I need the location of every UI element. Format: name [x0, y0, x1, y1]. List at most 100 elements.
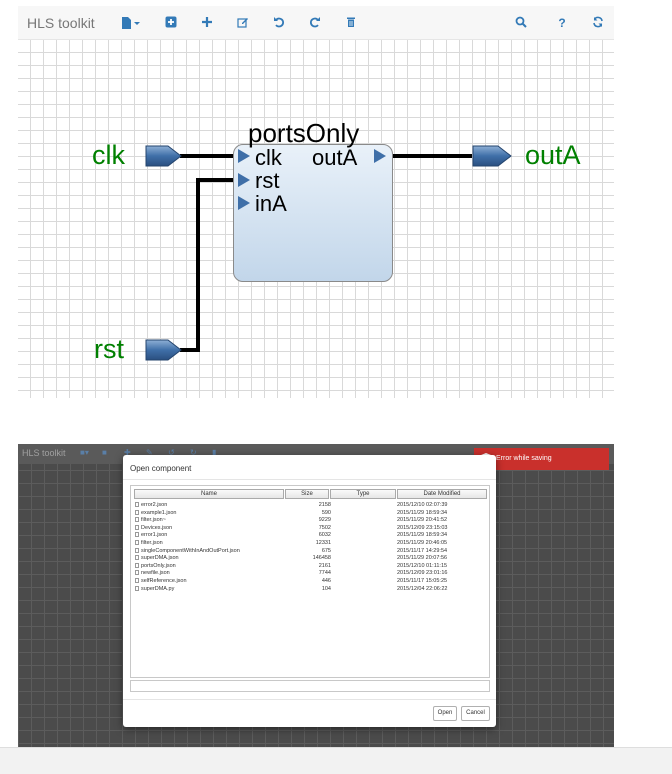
file-icon: ■▾ — [80, 448, 89, 457]
file-browser[interactable]: Name Size Type Date Modified error2.json… — [130, 485, 490, 678]
refresh-button[interactable] — [589, 14, 607, 32]
app-brand[interactable]: HLS toolkit — [27, 15, 95, 31]
file-name-text: error2.json — [141, 502, 168, 508]
file-size: 2158 — [318, 502, 331, 508]
delete-button[interactable] — [342, 14, 360, 32]
file-date: 2015/11/29 20:46:05 — [397, 540, 448, 546]
app-brand: HLS toolkit — [22, 448, 66, 458]
component-output-port[interactable]: outA — [312, 145, 358, 170]
file-row[interactable]: filter.json~ 9229 2015/11/29 20:41:52 — [135, 517, 487, 524]
column-header-size[interactable]: Size — [285, 489, 329, 499]
file-icon — [135, 517, 139, 523]
component-output-arrow — [374, 149, 386, 163]
file-size: 7502 — [318, 524, 331, 531]
file-icon — [135, 570, 139, 576]
file-date: 2015/12/10 01:11:15 — [397, 562, 448, 569]
open-button[interactable]: Open — [433, 706, 457, 721]
file-icon — [135, 509, 139, 515]
file-size: 446 — [321, 578, 331, 584]
file-name-text: superDMA.json — [141, 555, 179, 562]
file-name: Devices.json — [135, 524, 173, 532]
file-row[interactable]: selfReference.json 446 2015/11/17 15:05:25 — [135, 578, 487, 585]
file-date: 2015/11/17 15:05:25 — [397, 578, 448, 584]
refresh-icon — [593, 16, 603, 28]
redo-icon — [309, 17, 320, 28]
file-name: selfReference.json — [135, 578, 187, 585]
divider — [123, 699, 496, 700]
diagram-canvas[interactable]: clk rst outA portsOnly clk rst inA outA — [18, 40, 614, 398]
redo-button[interactable] — [306, 14, 324, 32]
file-row[interactable]: error2.json 2158 2015/12/10 02:07:39 — [135, 502, 487, 509]
port-arrow-icon — [238, 149, 250, 163]
add-component-button[interactable] — [162, 14, 180, 32]
file-date: 2015/11/29 18:59:34 — [397, 509, 448, 516]
file-name-text: singleComponentWithInAndOutPort.json — [141, 547, 240, 554]
plus-icon — [202, 17, 212, 27]
file-date: 2015/12/09 23:15:03 — [397, 524, 448, 531]
file-name: filter.json~ — [135, 517, 166, 524]
plus-square-icon — [165, 16, 177, 28]
add-button[interactable] — [198, 14, 216, 32]
component-input-port[interactable]: inA — [255, 191, 287, 216]
column-header-date[interactable]: Date Modified — [397, 489, 487, 499]
filename-input[interactable] — [130, 680, 490, 692]
file-date: 2015/11/17 14:29:54 — [397, 547, 448, 554]
edit-button[interactable] — [234, 14, 252, 32]
file-date: 2015/12/10 02:07:39 — [397, 502, 448, 508]
undo-icon: ↺ — [168, 448, 175, 457]
plus-icon: ✚ — [124, 448, 131, 457]
component-input-port[interactable]: rst — [255, 168, 280, 193]
file-menu-button[interactable] — [119, 14, 143, 32]
external-port-outA[interactable] — [472, 145, 512, 167]
file-icon — [135, 502, 139, 507]
column-header-type[interactable]: Type — [330, 489, 396, 499]
file-row[interactable]: Devices.json 7502 2015/12/09 23:15:03 — [135, 524, 487, 532]
external-port-clk[interactable] — [145, 145, 182, 167]
file-icon — [135, 547, 139, 553]
file-size: 146458 — [312, 555, 331, 562]
help-button[interactable]: ? — [558, 16, 566, 30]
file-size: 9229 — [318, 517, 331, 524]
editor-bottom: HLS toolkit ■▾ ■ ✚ ✎ ↺ ↻ ▮ Error while s… — [18, 444, 614, 747]
external-input-label: clk — [92, 140, 125, 170]
search-button[interactable] — [512, 14, 530, 32]
file-name-text: Devices.json — [141, 524, 173, 531]
cancel-button[interactable]: Cancel — [461, 706, 490, 721]
file-name-text: error1.json — [141, 532, 168, 539]
file-name-text: selfReference.json — [141, 578, 187, 584]
undo-button[interactable] — [270, 14, 288, 32]
file-name: singleComponentWithInAndOutPort.json — [135, 547, 240, 555]
file-icon — [135, 585, 139, 591]
file-name-text: superDMA.py — [141, 585, 175, 592]
file-name: error1.json — [135, 532, 167, 539]
dialog-title: Open component — [130, 464, 192, 473]
external-port-rst[interactable] — [145, 339, 182, 361]
file-icon — [135, 555, 139, 561]
undo-icon — [274, 17, 285, 28]
component-block[interactable] — [233, 144, 393, 282]
edit-icon: ✎ — [146, 448, 153, 457]
file-date: 2015/11/29 20:41:52 — [397, 517, 448, 524]
component-input-port[interactable]: clk — [255, 145, 282, 170]
file-icon — [135, 562, 139, 568]
file-icon — [122, 17, 140, 29]
editor-top: HLS toolkit — [18, 6, 614, 398]
file-date: 2015/12/09 23:01:16 — [397, 570, 448, 577]
trash-icon — [347, 17, 355, 27]
search-icon — [515, 16, 527, 28]
external-input-label: rst — [94, 334, 124, 364]
file-size: 12331 — [315, 540, 331, 546]
file-name-text: example1.json — [141, 509, 177, 516]
column-header-name[interactable]: Name — [134, 489, 284, 499]
file-name-text: newfile.json — [141, 570, 170, 577]
file-date: 2015/11/29 18:59:34 — [397, 532, 448, 539]
file-name: superDMA.py — [135, 585, 175, 593]
